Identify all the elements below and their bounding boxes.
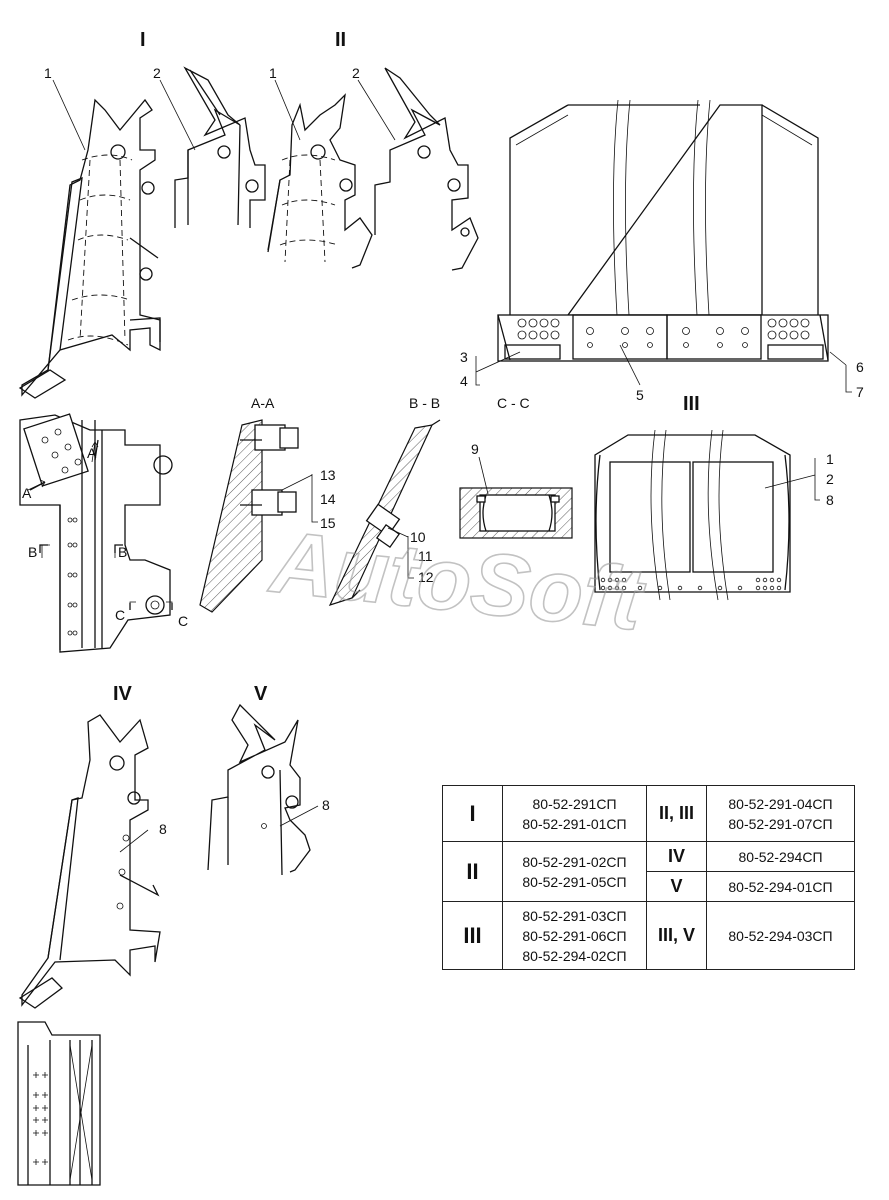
position-1-view-i: 1: [44, 65, 52, 81]
variant-view-cell: I: [442, 785, 503, 842]
variant-view-cell: II: [442, 841, 503, 902]
variants-table: I 80-52-291СП 80-52-291-01СП II, III 80-…: [442, 785, 855, 970]
document-codes-cell: 80-52-294-01СП: [706, 871, 855, 902]
variant-view-cell: II, III: [646, 785, 707, 842]
table-row: III 80-52-291-03СП 80-52-291-06СП 80-52-…: [442, 901, 855, 970]
document-code: 80-52-291-02СП: [522, 853, 627, 870]
document-code: 80-52-291-07СП: [728, 815, 833, 832]
position-2-view-i: 2: [153, 65, 161, 81]
position-2-view-ii: 2: [352, 65, 360, 81]
position-8-view-v: 8: [322, 797, 330, 813]
document-code: 80-52-294СП: [738, 848, 823, 865]
document-code: 80-52-294-03СП: [728, 927, 833, 944]
front-view-assembly: [497, 99, 829, 362]
document-code: 80-52-294-01СП: [728, 878, 833, 895]
position-8-view-iv: 8: [159, 821, 167, 837]
position-10: 10: [410, 529, 426, 545]
view-label-i: I: [140, 29, 146, 51]
document-code: 80-52-291-03СП: [522, 907, 627, 924]
view-ii-detail-2: [374, 67, 479, 271]
table-row: V 80-52-294-01СП: [443, 871, 855, 902]
watermark: AutoSoft: [265, 511, 650, 649]
document-codes-cell: 80-52-294-03СП: [706, 901, 855, 970]
cut-letter-b-right: B: [118, 544, 127, 560]
table-row: II 80-52-291-02СП 80-52-291-05СП IV 80-5…: [442, 841, 855, 902]
side-view-with-sections: [19, 413, 173, 653]
document-codes-cell: 80-52-291-04СП 80-52-291-07СП: [706, 785, 855, 842]
section-cut-arrows: [27, 441, 173, 610]
position-7: 7: [856, 384, 864, 400]
position-2-view-iii: 2: [826, 471, 834, 487]
view-i-detail-2: [174, 66, 266, 228]
view-label-v: V: [254, 683, 268, 705]
document-code: 80-52-291СП: [532, 795, 617, 812]
view-v-profile: [207, 703, 311, 876]
section-label-a-a: A-A: [251, 395, 275, 411]
document-code: 80-52-291-01СП: [522, 815, 627, 832]
position-5: 5: [636, 387, 644, 403]
variant-view-cell: V: [646, 871, 707, 902]
position-8-view-iii: 8: [826, 492, 834, 508]
view-iii-frame: [594, 429, 791, 601]
view-iv-profile: [18, 714, 161, 1009]
view-i-blade-profile: [18, 98, 161, 399]
document-code: 80-52-294-02СП: [522, 947, 627, 964]
position-13: 13: [320, 467, 336, 483]
position-3: 3: [460, 349, 468, 365]
position-14: 14: [320, 491, 336, 507]
document-code: 80-52-291-05СП: [522, 873, 627, 890]
position-9: 9: [471, 441, 479, 457]
leader-lines: [52, 79, 852, 853]
position-15: 15: [320, 515, 336, 531]
position-11: 11: [418, 548, 433, 564]
cut-letter-b-left: B: [28, 544, 37, 560]
position-1-view-iii: 1: [826, 451, 834, 467]
document-codes-cell: 80-52-291-02СП 80-52-291-05СП: [502, 841, 647, 902]
bottom-side-view: [17, 1021, 101, 1186]
view-label-iii: III: [683, 393, 700, 415]
view-label-iv: IV: [113, 683, 133, 705]
section-label-b-b: B - B: [409, 395, 440, 411]
position-1-view-ii: 1: [269, 65, 277, 81]
table-row: I 80-52-291СП 80-52-291-01СП II, III 80-…: [442, 785, 855, 842]
position-6: 6: [856, 359, 864, 375]
position-4: 4: [460, 373, 468, 389]
cut-letter-c-left: C: [115, 607, 125, 623]
document-code: 80-52-291-06СП: [522, 927, 627, 944]
section-c-c: [459, 487, 573, 539]
section-b-b: [328, 419, 441, 606]
cut-letter-c-right: C: [178, 613, 188, 629]
position-12: 12: [418, 569, 434, 585]
view-label-ii: II: [335, 29, 346, 51]
view-ii-detail-1: [267, 93, 373, 269]
document-codes-cell: 80-52-294СП: [706, 841, 855, 872]
cut-letter-a-right: A: [87, 445, 97, 461]
variant-view-cell: III: [442, 901, 503, 970]
section-a-a: [199, 419, 299, 613]
document-codes-cell: 80-52-291СП 80-52-291-01СП: [502, 785, 647, 842]
variant-view-cell: III, V: [646, 901, 707, 970]
cut-letter-a-left: A: [22, 485, 32, 501]
section-label-c-c: C - C: [497, 395, 530, 411]
document-codes-cell: 80-52-291-03СП 80-52-291-06СП 80-52-294-…: [502, 901, 647, 970]
document-code: 80-52-291-04СП: [728, 795, 833, 812]
variant-view-cell: IV: [646, 841, 707, 872]
